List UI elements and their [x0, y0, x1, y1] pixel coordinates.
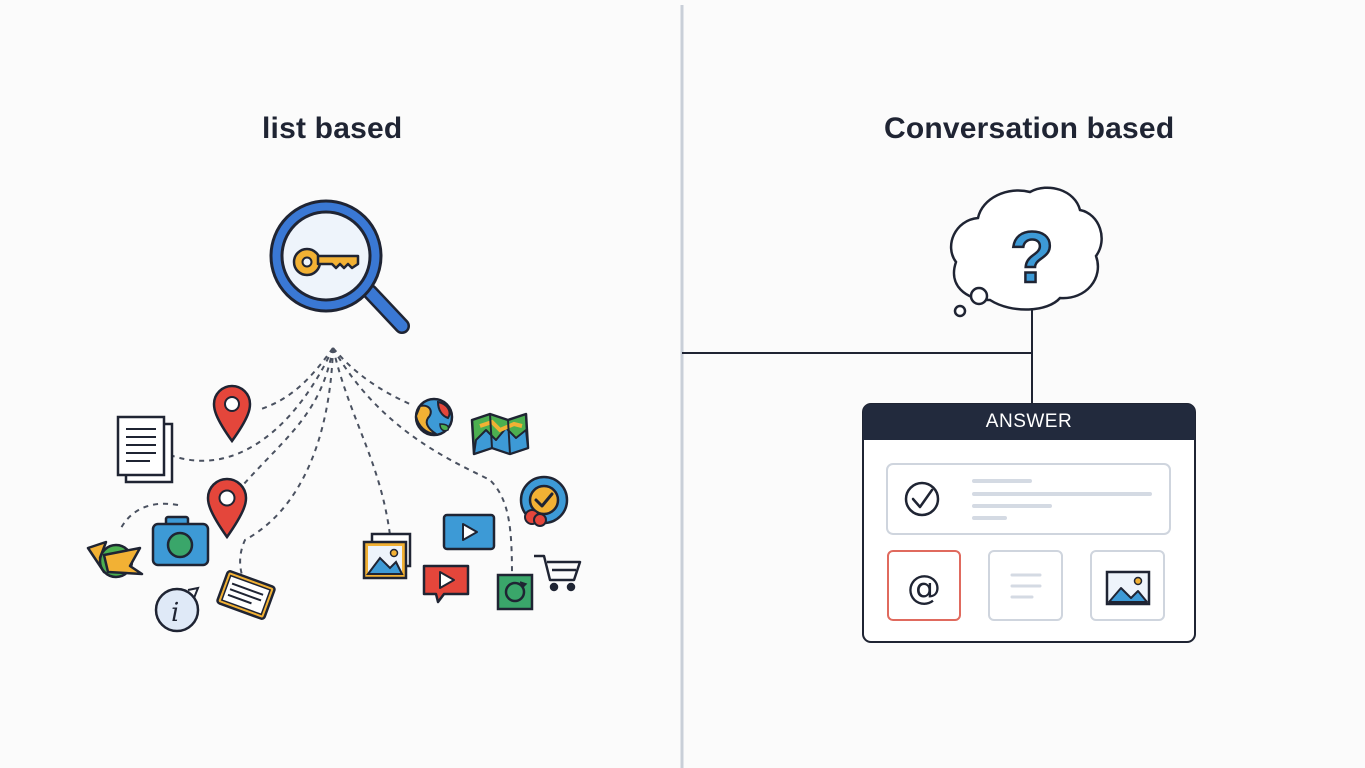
refresh-icon	[496, 573, 534, 611]
text-lines-icon	[1010, 573, 1042, 599]
video-message-icon	[422, 564, 470, 604]
info-icon: i	[154, 586, 200, 633]
image-icon	[1105, 570, 1151, 606]
magnifier-key-icon	[269, 199, 410, 334]
camera-icon	[151, 515, 210, 567]
checkmark-badge-icon	[519, 475, 569, 527]
image-tile[interactable]	[1090, 550, 1165, 621]
map-pin-icon	[206, 477, 248, 540]
shopping-cart-icon	[534, 554, 582, 592]
connector-lines	[682, 310, 1033, 404]
globe-icon	[414, 397, 454, 437]
dashed-connections	[119, 347, 513, 579]
at-sign-tile[interactable]: @	[887, 550, 961, 621]
text-lines-tile[interactable]	[988, 550, 1063, 621]
document-icon	[116, 415, 174, 484]
conversation-based-title: Conversation based	[884, 112, 1175, 145]
at-sign-icon: @	[907, 568, 941, 608]
image-gallery-icon	[362, 532, 412, 580]
answer-header-label: ANSWER	[985, 411, 1073, 432]
question-cloud-icon: ?	[950, 186, 1103, 318]
svg-text:i: i	[171, 598, 179, 628]
folded-map-icon	[470, 412, 530, 456]
check-circle-icon	[904, 481, 940, 517]
svg-text:?: ?	[1010, 218, 1054, 298]
placeholder-text-lines	[972, 479, 1152, 520]
card-icon	[216, 570, 276, 620]
video-play-icon	[442, 513, 496, 551]
answer-result-row[interactable]	[886, 463, 1171, 535]
list-based-title: list based	[262, 112, 403, 145]
ribbon-icon	[86, 540, 144, 579]
map-pin-icon	[212, 384, 252, 444]
answer-card: @	[862, 403, 1196, 643]
